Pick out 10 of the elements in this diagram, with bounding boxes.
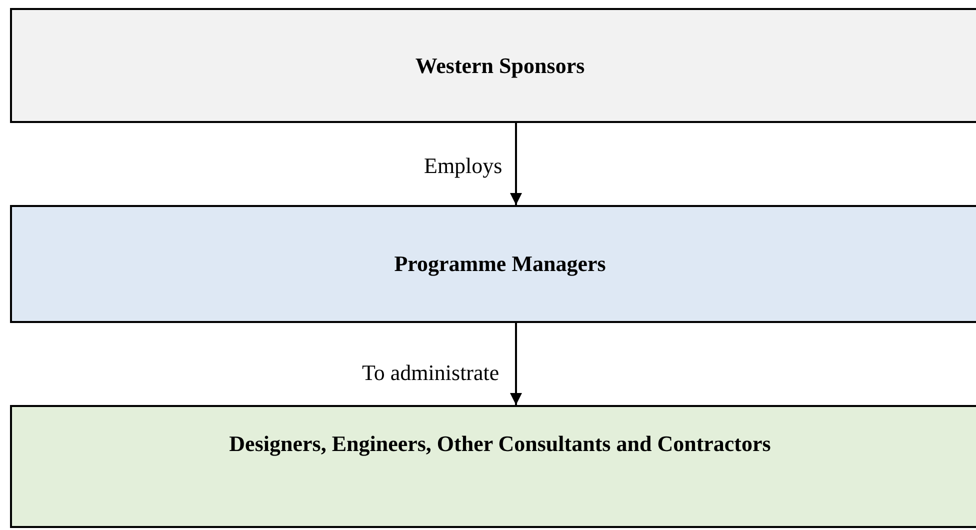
box-title: Western Sponsors	[415, 52, 585, 78]
arrow	[510, 123, 522, 205]
box-title: Programme Managers	[394, 251, 606, 277]
process-box	[10, 405, 976, 528]
arrow	[510, 323, 522, 405]
edge-label: Employs	[424, 153, 502, 179]
process-box	[10, 205, 976, 323]
process-box	[10, 8, 976, 123]
box-title: Designers, Engineers, Other Consultants and Contractors	[229, 431, 771, 457]
edge-label: To administrate	[362, 360, 500, 386]
